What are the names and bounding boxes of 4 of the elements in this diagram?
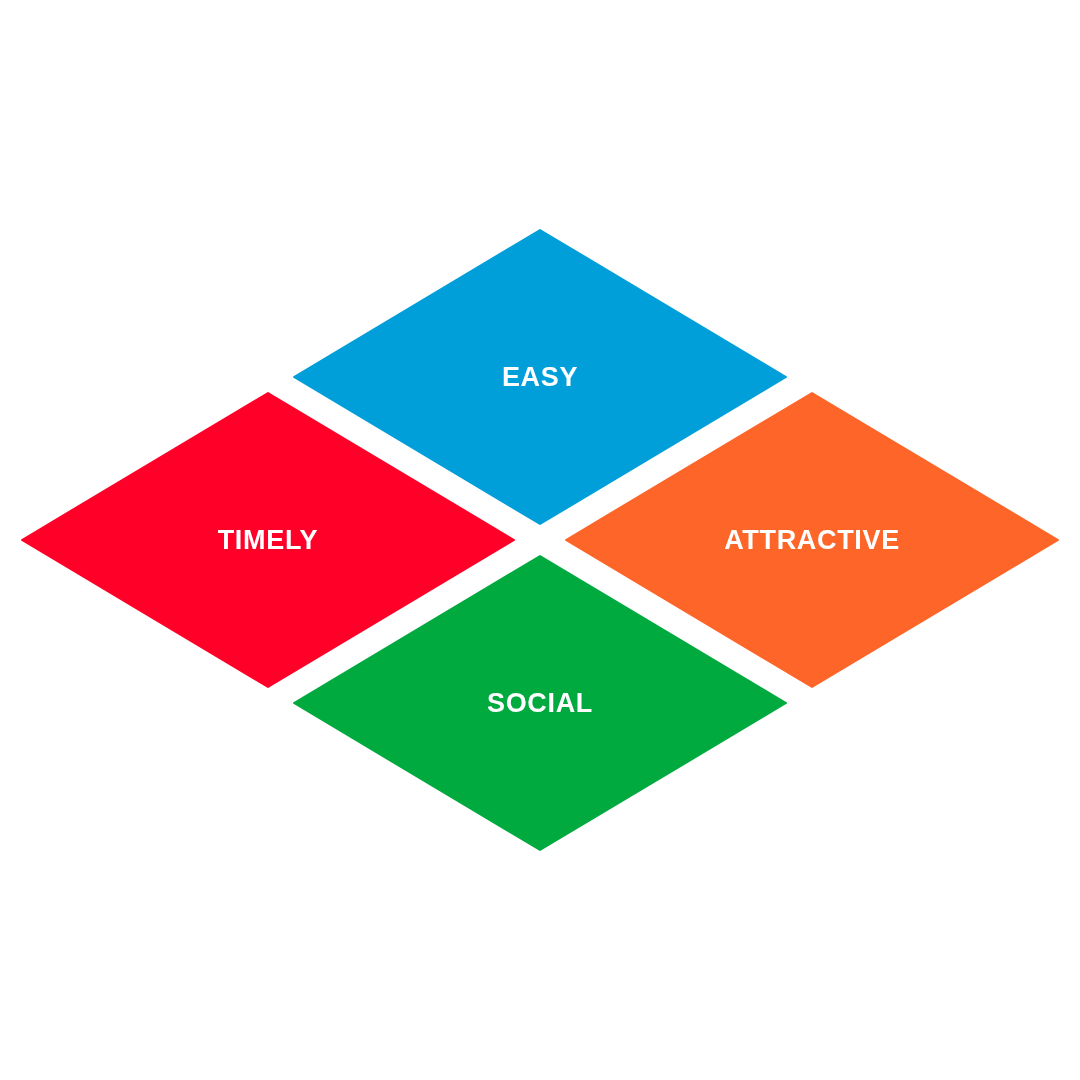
diamond-label: ATTRACTIVE: [724, 523, 900, 557]
diamond-label: SOCIAL: [486, 686, 594, 720]
diamond-label: EASY: [501, 360, 579, 394]
diamond-label: TIMELY: [217, 523, 319, 557]
